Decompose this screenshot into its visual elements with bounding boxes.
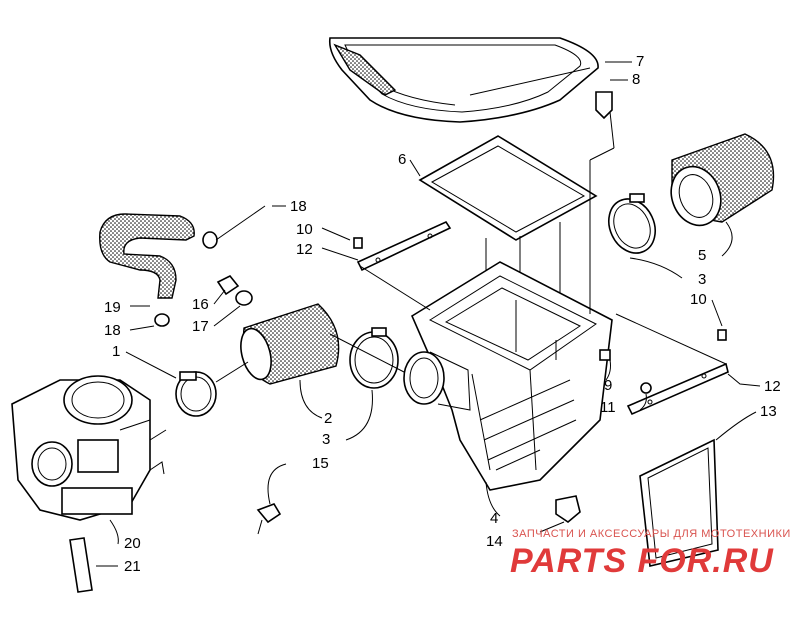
plug-clamp-part — [235, 290, 253, 306]
callout-10-upper: 10 — [296, 221, 313, 238]
hose-clip-upper-part — [202, 231, 218, 249]
callout-19: 19 — [104, 299, 121, 316]
screw-lower-part — [717, 329, 727, 341]
callout-10-lower: 10 — [690, 291, 707, 308]
carburetor-part — [11, 375, 167, 521]
callout-16: 16 — [192, 296, 209, 313]
screw-upper-part — [353, 237, 363, 249]
callout-18-lower: 18 — [104, 322, 121, 339]
callout-18-upper: 18 — [290, 198, 307, 215]
callout-12-lower: 12 — [764, 378, 781, 395]
hose-clamp-upper-part — [608, 193, 656, 254]
callout-1: 1 — [112, 343, 120, 360]
drain-valve-part — [555, 495, 581, 523]
bracket-lower-part — [626, 362, 729, 416]
callout-8: 8 — [632, 71, 640, 88]
watermark: ЗАПЧАСТИ И АКСЕССУАРЫ ДЛЯ МОТОТЕХНИКИ PA… — [510, 528, 791, 580]
callout-6: 6 — [398, 151, 406, 168]
air-filter-part — [670, 133, 775, 227]
callout-3-upper: 3 — [698, 271, 706, 288]
callout-13: 13 — [760, 403, 777, 420]
grommet-part — [599, 349, 611, 361]
callout-5: 5 — [698, 247, 706, 264]
callout-3-lower: 3 — [322, 431, 330, 448]
bracket-upper-part — [356, 220, 452, 272]
carb-clamp-part — [175, 371, 217, 417]
callout-11: 11 — [600, 399, 616, 416]
clip-part — [595, 91, 615, 149]
callout-9: 9 — [604, 377, 612, 394]
plug-part — [216, 274, 240, 296]
hose-clamp-lower-part — [349, 327, 399, 389]
bolt-part — [256, 503, 282, 535]
callout-14: 14 — [486, 533, 503, 550]
callout-12-upper: 12 — [296, 241, 313, 258]
airbox-cover-part — [328, 37, 599, 123]
callout-7: 7 — [636, 53, 644, 70]
intake-boot-part — [240, 303, 340, 385]
callout-2: 2 — [324, 410, 332, 427]
callout-20: 20 — [124, 535, 141, 552]
airbox-frame-part — [418, 135, 598, 300]
callout-17: 17 — [192, 318, 209, 335]
drain-hose-part — [69, 537, 93, 593]
airbox-outlet-part — [403, 351, 471, 411]
callout-labels: 7 8 6 18 10 12 5 3 19 18 16 17 10 1 9 12… — [104, 53, 781, 575]
watermark-logo: PARTS FOR.RU — [510, 542, 774, 580]
airbox-body-part — [410, 261, 613, 491]
leader-lines — [96, 61, 761, 567]
watermark-caption: ЗАПЧАСТИ И АКСЕССУАРЫ ДЛЯ МОТОТЕХНИКИ — [512, 528, 791, 540]
hose-clip-lower-part — [154, 313, 170, 327]
breather-hose-part — [99, 213, 195, 299]
callout-4: 4 — [490, 510, 498, 527]
nut-part — [640, 382, 652, 394]
callout-15: 15 — [312, 455, 329, 472]
cover-plate-part — [639, 438, 719, 567]
callout-21: 21 — [124, 558, 141, 575]
